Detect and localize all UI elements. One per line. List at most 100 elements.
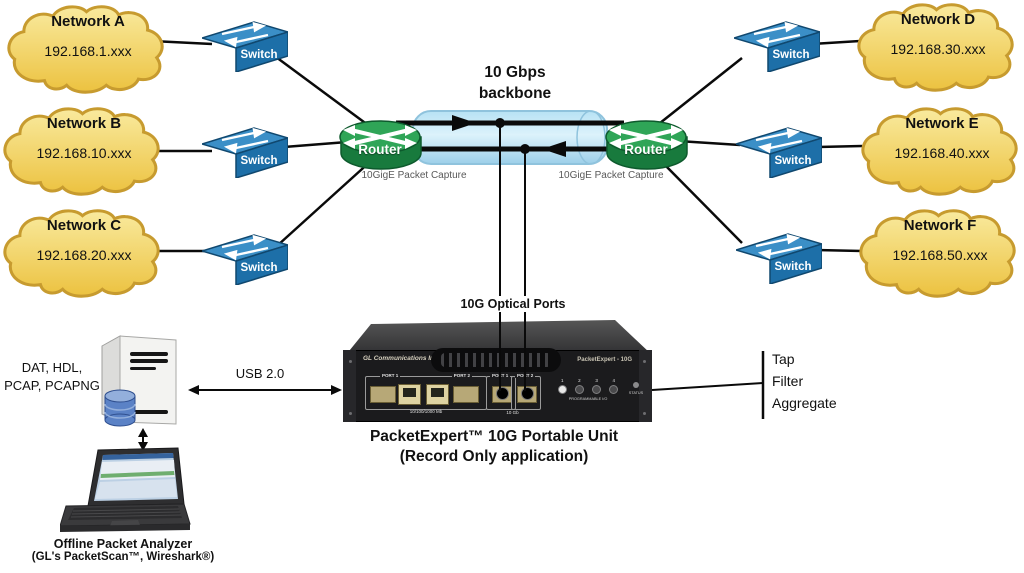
link-networkE-switch [817, 144, 863, 149]
router-icon [339, 120, 422, 170]
backbone-traffic-lines [396, 115, 624, 157]
optical-caption: 10 Gb [506, 410, 519, 415]
network-c-cloud: Network C 192.168.20.xxx [0, 208, 168, 300]
network-subnet: 192.168.10.xxx [36, 145, 132, 161]
switch-label: Switch [240, 262, 278, 274]
arrow-east-icon [452, 115, 476, 131]
capture-server [100, 332, 180, 428]
network-name: Network C [46, 217, 122, 234]
switch-icon [734, 21, 820, 72]
sfp-slot [370, 386, 396, 403]
router-label: Router [624, 142, 668, 157]
file-formats-line1: DAT, HDL, [21, 360, 83, 375]
ethernet-caption: 10/100/1000 Mb [409, 409, 443, 414]
switch-a: Switch [202, 20, 288, 72]
network-d-cloud: Network D 192.168.30.xxx [854, 2, 1022, 94]
cloud-icon [3, 209, 160, 298]
tap-filter-aggregate-labels: Tap Filter Aggregate [772, 348, 882, 414]
switch-b: Switch [202, 126, 288, 178]
network-e-cloud: Network E 192.168.40.xxx [858, 106, 1024, 198]
cloud-icon [859, 209, 1016, 298]
database-icon [104, 389, 136, 427]
port-label: PORT 1 [380, 373, 401, 378]
cloud-icon [861, 107, 1018, 196]
switch-icon [202, 21, 288, 72]
rack-ear-right [639, 350, 652, 422]
network-f-cloud: Network F 192.168.50.xxx [856, 208, 1024, 300]
link-switchA-router [275, 55, 373, 130]
switch-e: Switch [736, 126, 822, 178]
cloud-icon [7, 5, 164, 94]
led-number: 3 [595, 378, 598, 383]
tap-label: Tap [772, 351, 795, 367]
analyzer-laptop [59, 444, 192, 538]
switch-label: Switch [772, 49, 810, 61]
screw-icon [349, 412, 352, 415]
file-formats-line2: PCAP, PCAPNG [4, 378, 100, 393]
switch-label: Switch [240, 155, 278, 167]
usb-link [188, 385, 342, 395]
aggregate-label: Aggregate [772, 395, 837, 411]
usb-label: USB 2.0 [235, 366, 285, 381]
backbone-title-line1: 10 Gbps [484, 64, 546, 81]
network-subnet: 192.168.50.xxx [892, 247, 988, 263]
rj45-port [398, 384, 421, 405]
router-label: Router [358, 142, 402, 157]
link-switchE-router [677, 139, 741, 147]
led-icon [575, 385, 584, 394]
led-number: 2 [578, 378, 581, 383]
screw-icon [643, 412, 646, 415]
switch-icon [202, 127, 288, 178]
switch-d: Switch [734, 20, 820, 72]
rj45-port [426, 384, 449, 405]
cloud-icon [3, 107, 160, 196]
switch-icon [202, 234, 288, 285]
status-label: STATUS [628, 391, 644, 395]
device-brand: GL Communications Inc. [363, 355, 440, 362]
router-icon [605, 120, 688, 170]
rack-ear-left [343, 350, 356, 422]
switch-icon [736, 233, 822, 284]
device-caption-line1: PacketExpert™ 10G Portable Unit [369, 428, 619, 445]
programmable-io-leds: 1 2 3 4 PROGRAMMABLE I/O [558, 378, 618, 401]
switch-c: Switch [202, 233, 288, 285]
link-networkF-switch [815, 248, 863, 253]
network-name: Network F [903, 217, 977, 234]
tap-bracket [651, 351, 765, 419]
analyzer-caption-line2: (GL's PacketScan™, Wireshark®) [31, 551, 215, 563]
switch-label: Switch [774, 155, 812, 167]
screw-icon [349, 360, 352, 363]
backbone-title-line2: backbone [478, 85, 552, 102]
link-switchC-router [277, 159, 373, 246]
arrow-right-icon [331, 385, 342, 395]
filter-label: Filter [772, 373, 804, 389]
ethernet-port-group: PORT 1 PORT 2 10/100/1000 Mb [365, 373, 487, 414]
backbone-title: 10 Gbps backbone [430, 62, 600, 104]
backbone-cylinder-cap [576, 110, 606, 165]
led-icon [592, 385, 601, 394]
network-a-cloud: Network A 192.168.1.xxx [4, 4, 172, 96]
router-right: Router [604, 116, 688, 174]
sfp-slot [453, 386, 479, 403]
status-led-icon [633, 382, 639, 388]
network-name: Network D [900, 11, 976, 28]
network-name: Network A [51, 13, 125, 30]
switch-icon [736, 127, 822, 178]
router-left: Router [338, 116, 422, 174]
arrow-up-icon [138, 428, 148, 437]
switch-f: Switch [736, 232, 822, 284]
port-label: PORT 2 [451, 373, 472, 378]
link-switchD-router [654, 57, 743, 128]
network-name: Network B [46, 115, 122, 132]
led-icon [609, 385, 618, 394]
link-switchF-router [659, 159, 743, 244]
screw-icon [643, 360, 646, 363]
capture-label-right: 10GigE Packet Capture [558, 170, 664, 181]
cloud-icon [857, 3, 1014, 92]
link-networkD-switch [811, 39, 861, 46]
status-led-group: STATUS [625, 382, 647, 395]
switch-label: Switch [240, 49, 278, 61]
led-number: 4 [612, 378, 615, 383]
